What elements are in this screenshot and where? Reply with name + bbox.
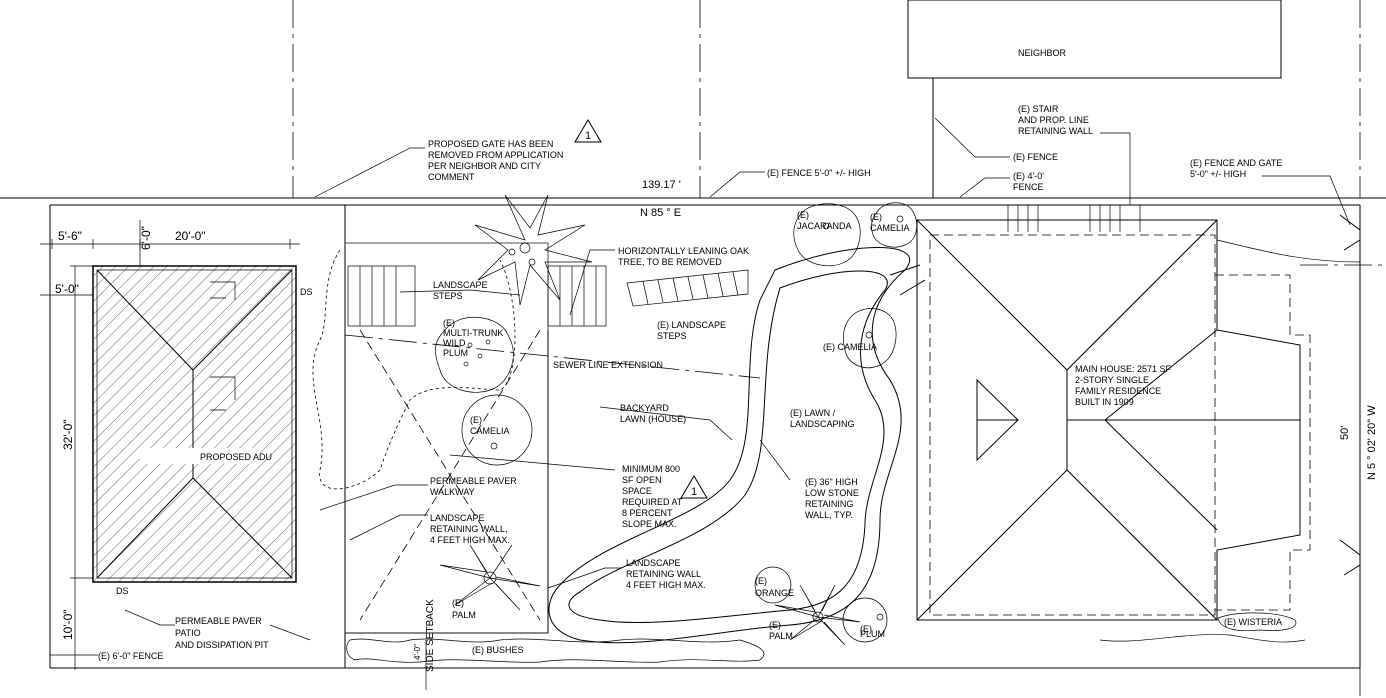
dim-5-0: 5'-0"	[55, 282, 79, 296]
dim-10-0: 10'-0"	[61, 609, 75, 640]
neighbor-label: NEIGHBOR	[1018, 48, 1067, 58]
side-setback-label: SIDE SETBACK	[425, 599, 436, 672]
bushes-label: (E) BUSHES	[472, 645, 524, 655]
fence-6-label: (E) 6'-0" FENCE	[98, 651, 163, 661]
revision-marks: 1 1	[574, 119, 708, 499]
steps-right-treads	[559, 266, 597, 326]
backyard-lawn-label: BACKYARD LAWN (HOUSE)	[620, 403, 686, 424]
stone-wall-label: (E) 36" HIGH LOW STONE RETAINING WALL, T…	[805, 477, 861, 520]
frontage-dim: 139.17 '	[642, 179, 681, 191]
landscape-steps-right-label: (E) LANDSCAPE STEPS	[657, 320, 729, 341]
stair-retaining-wall	[1007, 205, 1141, 232]
dim-6-0: 6'-0"	[139, 226, 153, 250]
paver-walkway-label: PERMEABLE PAVER WALKWAY	[430, 476, 519, 497]
revision-2: 1	[691, 486, 697, 498]
palm-right-label: (E) PALM	[769, 620, 793, 641]
orange-symbol	[754, 566, 792, 604]
downspout-top: DS	[300, 287, 313, 297]
landscape-steps-existing	[626, 269, 749, 307]
leader-lines	[50, 117, 1351, 656]
fence-gate-label: (E) FENCE AND GATE 5'-0" +/- HIGH	[1190, 158, 1285, 179]
palm-left-symbol	[439, 544, 541, 611]
plum-label: (E) PLUM	[860, 624, 885, 639]
main-house	[916, 205, 1361, 643]
retaining-wall-1-label: LANDSCAPE RETAINING WALL, 4 FEET HIGH MA…	[430, 513, 510, 545]
dim-50: 50'	[1339, 426, 1351, 440]
fence-4-label: (E) 4'-0' FENCE	[1013, 171, 1046, 192]
plum-symbol	[842, 597, 888, 643]
downspout-bottom: DS	[116, 586, 129, 596]
lawn-landscaping-label: (E) LAWN / LANDSCAPING	[790, 408, 855, 429]
wild-plum-label: (E) MULTI-TRUNK WILD PLUM	[443, 318, 506, 358]
setback-dim-label: 4'-0"	[413, 644, 422, 660]
proposed-adu: PROPOSED ADU DS DS	[92, 265, 313, 596]
camelia-top-label: (E) CAMELIA	[870, 212, 910, 233]
neighbor-building: NEIGHBOR	[907, 0, 1282, 198]
landscape-steps-left-label: LANDSCAPE STEPS	[433, 280, 490, 301]
steps-left-treads	[359, 266, 397, 326]
wisteria-symbol	[1217, 612, 1297, 632]
sewer-line-label: SEWER LINE EXTENSION	[553, 360, 663, 370]
fence-top-label: (E) FENCE 5'-0" +/- HIGH	[767, 168, 871, 178]
bearing-top: N 85 ° E	[640, 207, 681, 219]
wild-plum-symbol	[435, 317, 514, 393]
stair-wall-label: (E) STAIR AND PROP. LINE RETAINING WALL	[1018, 104, 1093, 136]
backyard	[312, 242, 926, 663]
palm-left-label: (E) PALM	[452, 598, 476, 620]
dim-20-0: 20'-0"	[175, 229, 206, 243]
main-house-label: MAIN HOUSE: 2571 SF 2-STORY SINGLE FAMIL…	[1075, 364, 1174, 407]
revision-1: 1	[585, 130, 591, 142]
open-space-label: MINIMUM 800 SF OPEN SPACE REQUIRED AT 8 …	[622, 464, 685, 529]
camelia-mid-label: (E) CAMELIA	[823, 342, 877, 352]
proposed-adu-label: PROPOSED ADU	[200, 452, 272, 462]
gate-note: PROPOSED GATE HAS BEEN REMOVED FROM APPL…	[428, 139, 566, 182]
jacaranda-label: (E) JACARANDA	[797, 210, 852, 231]
retaining-wall-2-label: LANDSCAPE RETAINING WALL 4 FEET HIGH MAX…	[626, 558, 706, 590]
bearing-right: N 5 ° 02' 20" W	[1366, 405, 1378, 480]
adu-dimensions: 5'-6" 20'-0" 6'-0" 5'-0" 32'-0" 10'-0"	[40, 220, 300, 670]
wisteria-label: (E) WISTERIA	[1224, 617, 1282, 627]
fence-e-label: (E) FENCE	[1013, 152, 1058, 162]
camelia-left-label: (E) CAMELIA	[470, 415, 510, 436]
oak-tree-symbol	[474, 194, 593, 306]
camelia-top-symbol	[871, 202, 918, 248]
jacaranda-symbol	[793, 203, 861, 267]
palm-right-symbol	[774, 584, 861, 646]
paver-patio-label: PERMEABLE PAVER PATIO AND DISSIPATION PI…	[175, 616, 269, 650]
oak-tree-label: HORIZONTALLY LEANING OAK TREE, TO BE REM…	[618, 246, 752, 267]
camelia-left-symbol	[461, 394, 533, 466]
orange-label: (E) ORANGE	[755, 576, 794, 598]
dim-5-6: 5'-6"	[58, 229, 82, 243]
dim-32-0: 32'-0"	[61, 419, 75, 450]
annotations: PROPOSED GATE HAS BEEN REMOVED FROM APPL…	[98, 104, 1378, 690]
